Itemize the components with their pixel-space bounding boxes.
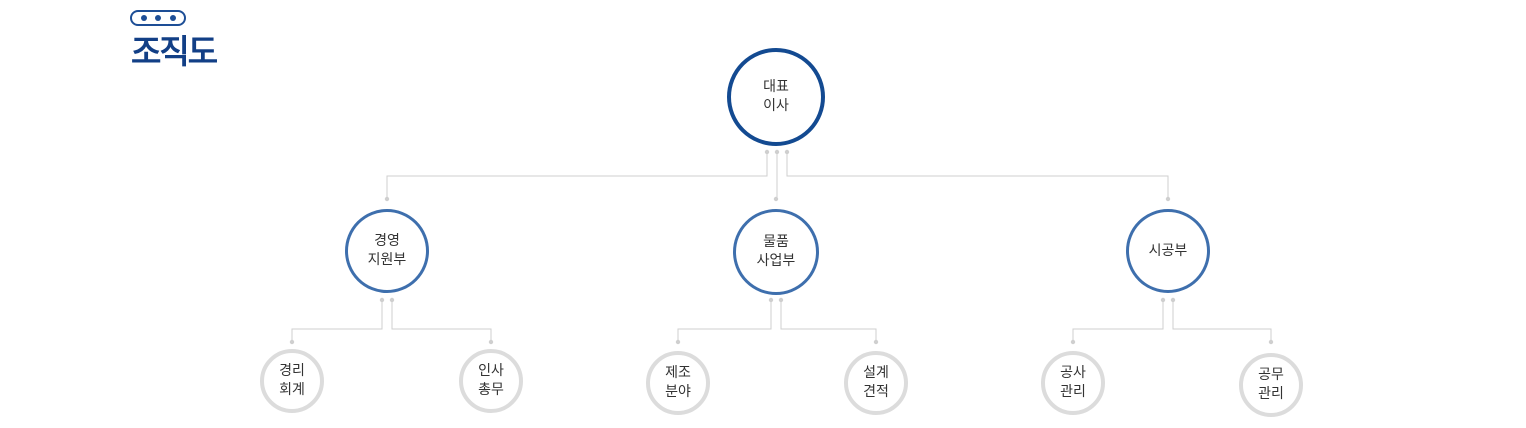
connector-dot xyxy=(389,297,395,303)
node-works: 공무 관리 xyxy=(1239,353,1303,417)
node-manufacturing: 제조 분야 xyxy=(646,351,710,415)
connector-dot xyxy=(675,339,681,345)
dots-icon xyxy=(130,10,186,26)
connector-dot xyxy=(1268,339,1274,345)
connector-dot xyxy=(778,297,784,303)
connector-dot xyxy=(289,339,295,345)
node-label-line: 경리 xyxy=(279,363,305,379)
connector-dept-team xyxy=(1072,300,1164,342)
connector-dept-team xyxy=(1172,300,1272,342)
node-logistics: 물품 사업부 xyxy=(733,209,819,295)
node-label-line: 사업부 xyxy=(756,253,796,269)
dot xyxy=(169,15,176,21)
node-accounting: 경리 회계 xyxy=(260,349,324,413)
connector-dept-team xyxy=(291,300,383,342)
node-management: 경영 지원부 xyxy=(345,209,429,293)
connector-dot xyxy=(784,149,790,155)
node-label-line: 공사 xyxy=(1060,365,1086,381)
page-title: 조직도 xyxy=(131,32,218,71)
connector-dot xyxy=(764,149,770,155)
node-label-line: 관리 xyxy=(1060,384,1086,400)
connector-dot xyxy=(774,149,780,155)
node-label-line: 견적 xyxy=(863,384,889,400)
connector-dot xyxy=(384,196,390,202)
node-hr: 인사 총무 xyxy=(459,349,523,413)
connector-root-construction xyxy=(786,152,1169,199)
node-construction: 시공부 xyxy=(1126,209,1210,293)
node-label-line: 경영 xyxy=(374,233,400,249)
node-label-line: 물품 xyxy=(763,234,789,250)
connector-dot xyxy=(1165,196,1171,202)
node-label-line: 관리 xyxy=(1258,386,1284,402)
connector-dot xyxy=(379,297,385,303)
node-label-line: 설계 xyxy=(863,365,889,381)
node-label-line: 분야 xyxy=(665,384,691,400)
node-ceo: 대표 이사 xyxy=(727,48,825,146)
node-construction-mgmt: 공사 관리 xyxy=(1041,351,1105,415)
connector-dot xyxy=(1170,297,1176,303)
connector-dot xyxy=(1070,339,1076,345)
connector-dot xyxy=(873,339,879,345)
dot xyxy=(140,15,147,21)
node-design: 설계 견적 xyxy=(844,351,908,415)
node-label-line: 제조 xyxy=(665,365,691,381)
node-label-line: 지원부 xyxy=(367,252,407,268)
connector-dot xyxy=(768,297,774,303)
connector-dot xyxy=(773,196,779,202)
connector-dept-team xyxy=(391,300,492,342)
node-label-line: 총무 xyxy=(478,382,504,398)
connector-dept-team xyxy=(677,300,772,342)
node-label-line: 이사 xyxy=(763,98,789,114)
connector-root-management xyxy=(386,152,768,199)
dot xyxy=(155,15,161,21)
connector-dot xyxy=(1160,297,1166,303)
connector-dept-team xyxy=(780,300,877,342)
node-label-line: 시공부 xyxy=(1148,242,1188,259)
node-label-line: 회계 xyxy=(279,382,305,398)
node-label-line: 공무 xyxy=(1258,367,1284,383)
node-label-line: 인사 xyxy=(478,363,504,379)
connector-dot xyxy=(488,339,494,345)
node-label-line: 대표 xyxy=(763,79,789,95)
